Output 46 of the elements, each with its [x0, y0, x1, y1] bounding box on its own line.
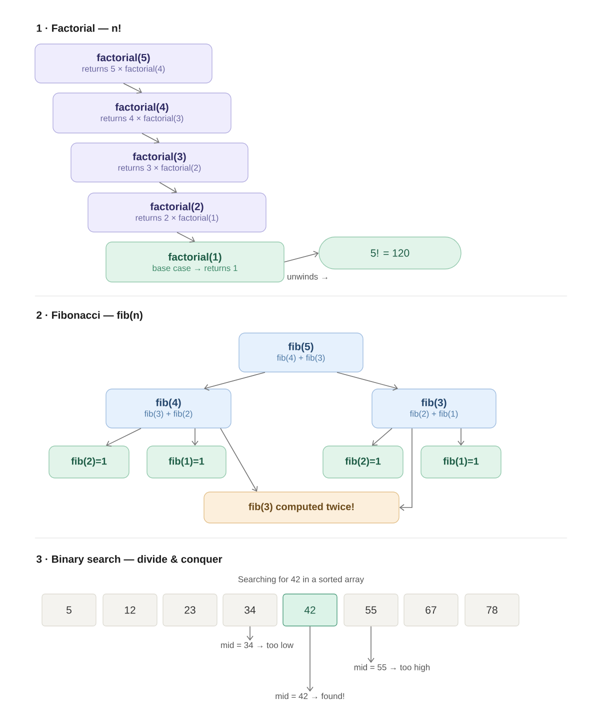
array-cell: 78: [464, 594, 520, 626]
arrow: [458, 428, 464, 446]
arrow: [220, 428, 258, 492]
arrow: [106, 428, 142, 447]
section-heading: 2 · Fibonacci — fib(n): [36, 311, 142, 321]
call-box: factorial(2) returns 2 × factorial(1): [88, 192, 266, 232]
array-cell: 34: [222, 594, 278, 626]
call-box: factorial(4) returns 4 × factorial(3): [52, 92, 232, 134]
array-cell: 42: [282, 594, 338, 626]
arrow: [284, 250, 319, 262]
step-label: mid = 55 → too high: [354, 664, 430, 672]
call-box: fib(4) fib(3) + fib(2): [106, 388, 232, 428]
arrow: [372, 428, 392, 446]
leaf-box: fib(1)=1: [420, 446, 502, 478]
array-cell: 12: [102, 594, 158, 626]
arrow: [306, 626, 314, 692]
arrow: [142, 132, 160, 144]
arrow: [192, 428, 198, 446]
call-box: factorial(1) base case → returns 1: [106, 242, 284, 282]
call-box: fib(5) fib(4) + fib(3): [238, 332, 364, 372]
arrow: [336, 372, 398, 391]
step-label: mid = 42 → found!: [276, 692, 344, 700]
arrow: [246, 626, 254, 641]
array-cell: 67: [404, 594, 458, 626]
array-cell: 23: [162, 594, 218, 626]
leaf-box: fib(1)=1: [146, 446, 226, 478]
section-heading: 3 · Binary search — divide & conquer: [36, 555, 222, 565]
arrow: [368, 626, 374, 663]
leaf-box: fib(2)=1: [322, 446, 404, 478]
array-cell: 55: [344, 594, 398, 626]
call-box: factorial(3) returns 3 × factorial(2): [70, 142, 248, 182]
caption-text: Searching for 42 in a sorted array: [238, 576, 364, 584]
arrow: [123, 82, 142, 94]
arrow: [159, 182, 177, 194]
edge-label: unwinds →: [286, 272, 330, 281]
note-box: fib(3) computed twice!: [204, 492, 400, 524]
call-box: factorial(5) returns 5 × factorial(4): [34, 44, 212, 84]
arrow: [399, 428, 412, 511]
arrow: [176, 232, 195, 243]
array-cell: 5: [42, 594, 96, 626]
section-heading: 1 · Factorial — n!: [36, 24, 120, 32]
result-pill: 5! = 120: [318, 236, 462, 270]
call-box: fib(3) fib(2) + fib(1): [372, 388, 496, 428]
step-label: mid = 34 → too low: [221, 642, 294, 648]
arrow: [204, 372, 266, 391]
leaf-box: fib(2)=1: [48, 446, 130, 478]
